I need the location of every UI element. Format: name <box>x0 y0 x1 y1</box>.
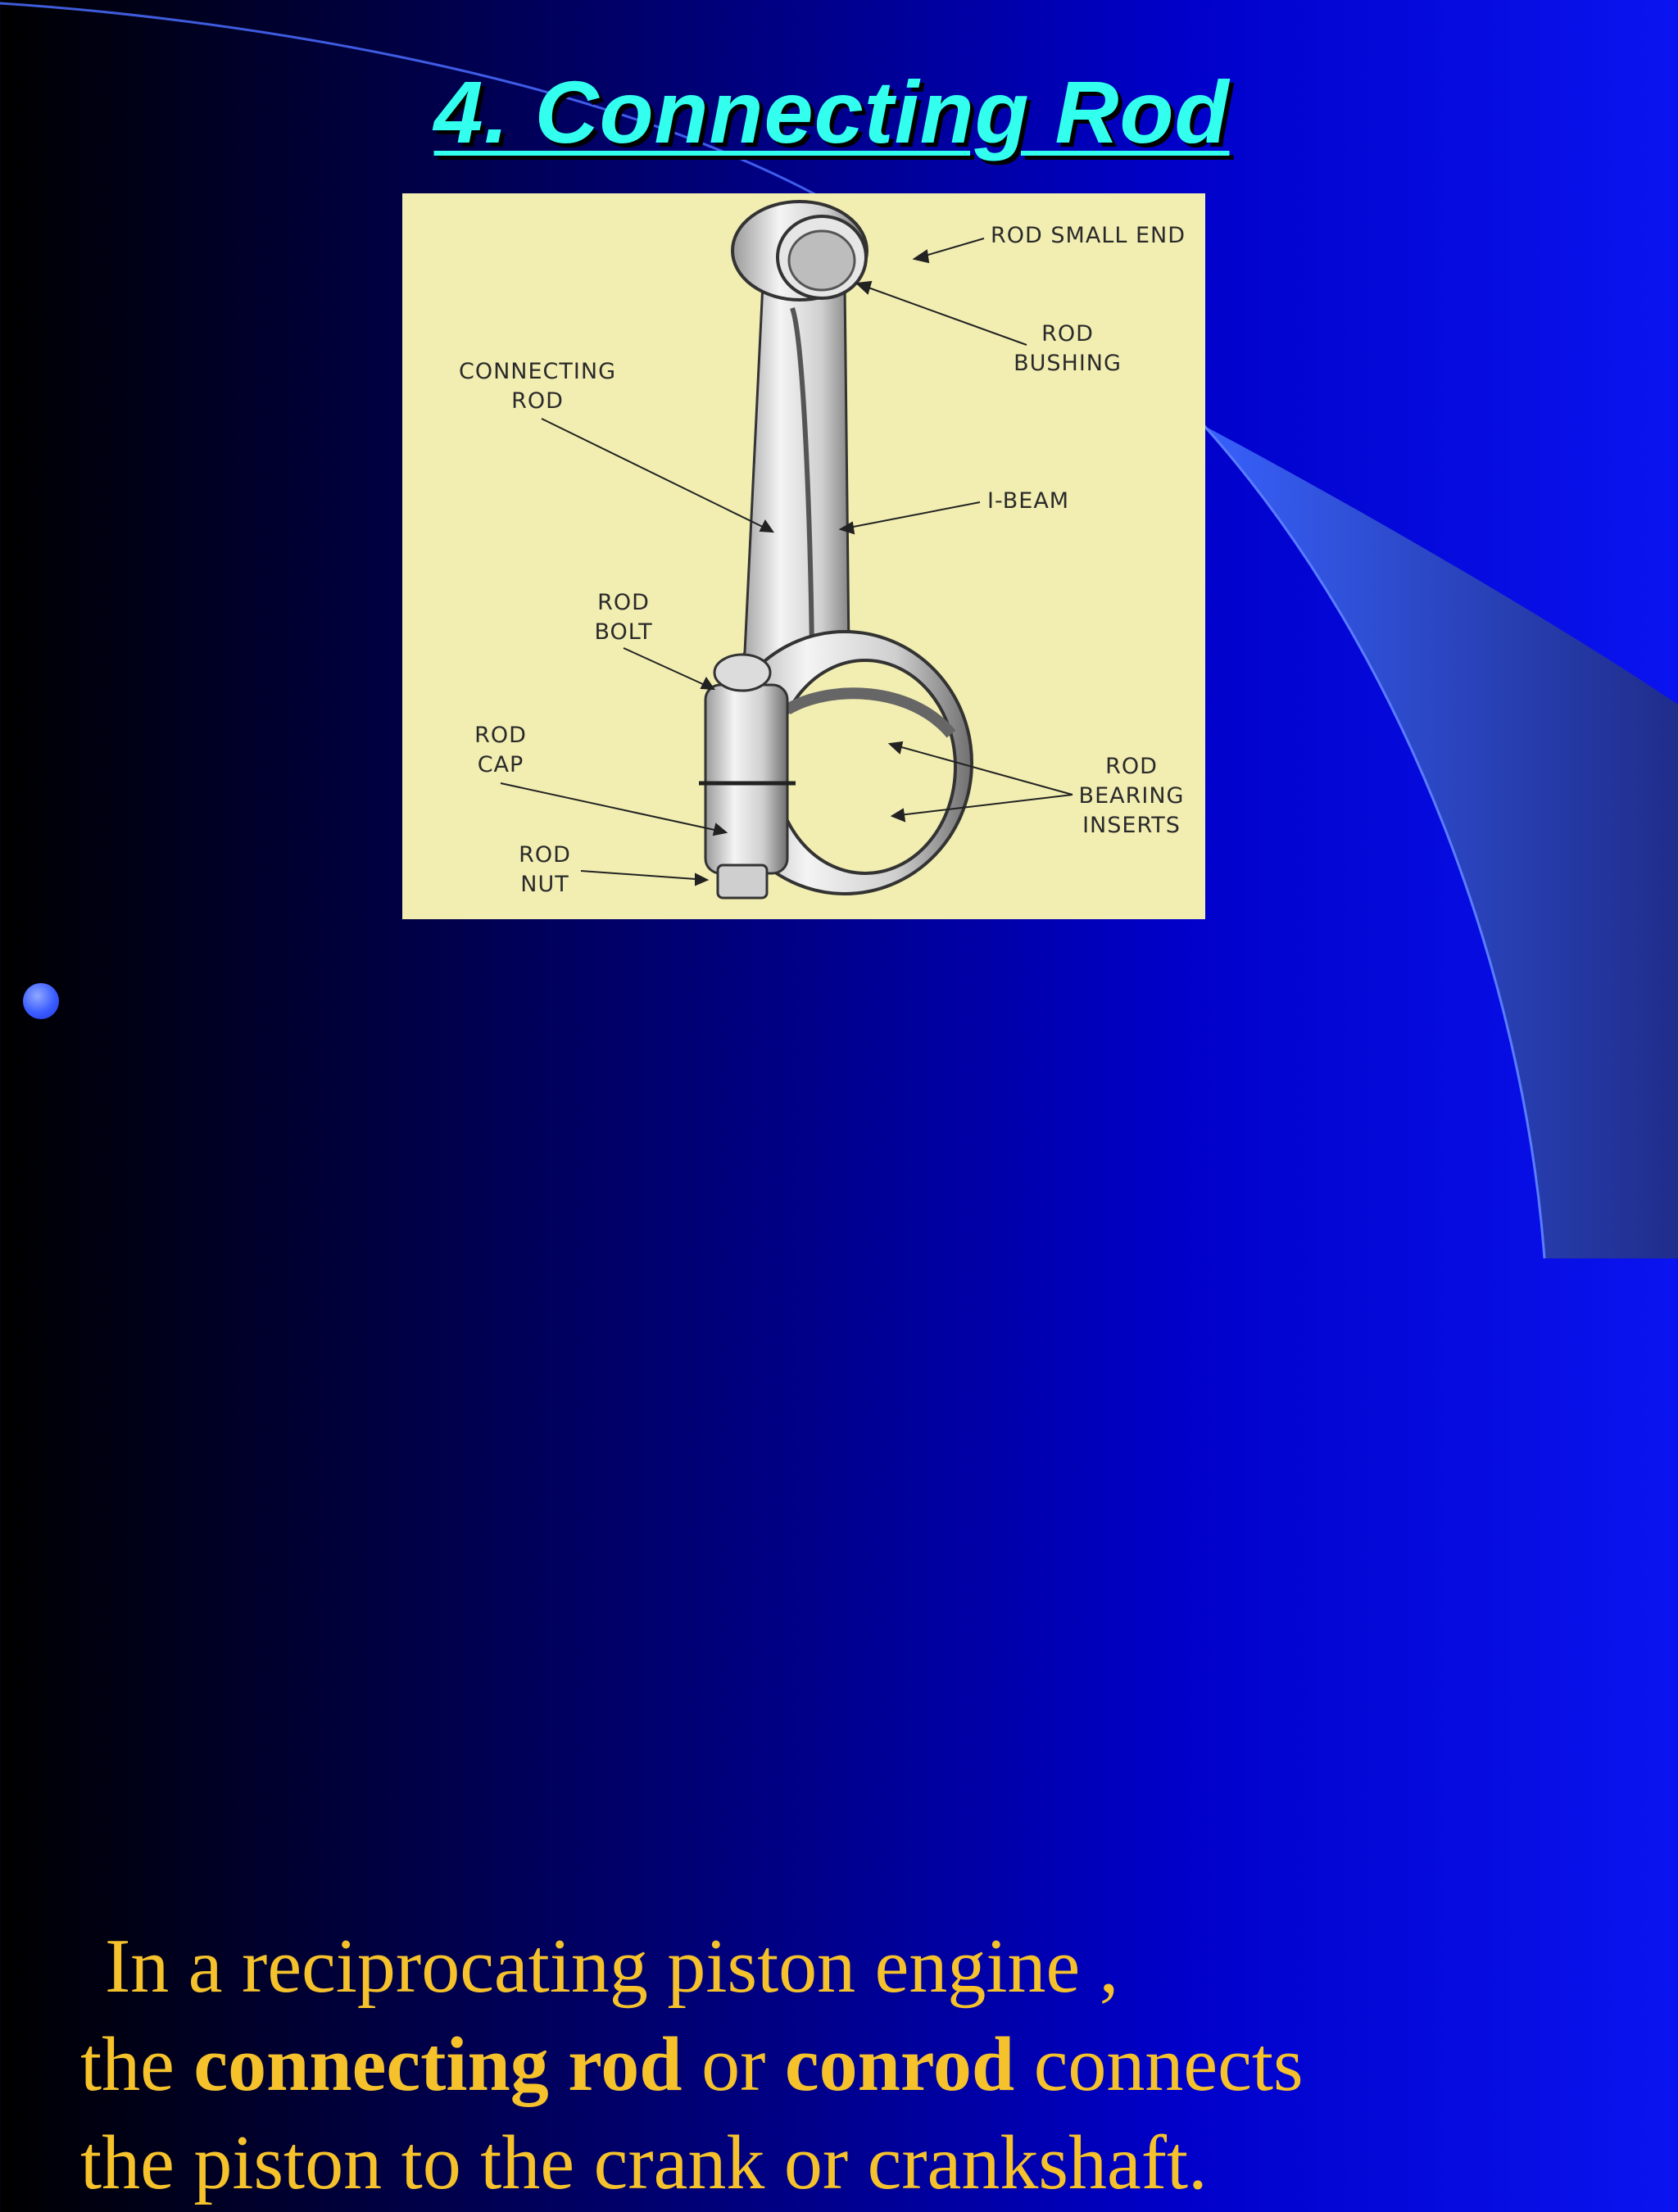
label-connecting-rod: CONNECTING ROD <box>451 357 624 416</box>
bullet-line-2-part-c: or <box>682 2022 785 2107</box>
bullet-line-2-part-e: connects <box>1014 2022 1304 2107</box>
label-rod-bolt: ROD BOLT <box>583 588 664 647</box>
label-rod-nut-line2: NUT <box>520 872 569 897</box>
background-decoration <box>0 2 1678 1258</box>
label-connecting-rod-line1: CONNECTING <box>459 359 616 384</box>
label-rod-cap-line2: CAP <box>477 752 524 777</box>
term-conrod: conrod <box>784 2022 1015 2107</box>
bullet-line-2-part-a: the <box>80 2022 194 2107</box>
label-rod-bearing-line3: INSERTS <box>1082 813 1181 838</box>
label-rod-bushing-line2: BUSHING <box>1014 351 1122 376</box>
label-rod-bolt-line1: ROD <box>597 590 650 615</box>
bullet-line-1: In a reciprocating piston engine , <box>105 1924 1119 2009</box>
label-rod-bushing-line1: ROD <box>1041 321 1094 347</box>
label-rod-bushing: ROD BUSHING <box>1002 320 1133 378</box>
label-rod-bearing-line1: ROD <box>1105 754 1158 779</box>
label-rod-cap: ROD CAP <box>460 721 542 780</box>
connecting-rod-diagram: ROD SMALL END ROD BUSHING CONNECTING ROD… <box>402 193 1205 919</box>
label-rod-bearing-inserts: ROD BEARING INSERTS <box>1074 752 1189 841</box>
label-rod-small-end: ROD SMALL END <box>991 223 1186 248</box>
bullet-line-2: the connecting rod or conrod connects <box>80 2015 1304 2114</box>
label-rod-bolt-line2: BOLT <box>594 619 653 645</box>
label-rod-cap-line1: ROD <box>474 723 527 748</box>
label-i-beam: I-BEAM <box>987 488 1070 514</box>
label-rod-nut-line1: ROD <box>519 842 571 868</box>
connecting-rod-illustration <box>500 200 1073 900</box>
term-connecting-rod: connecting rod <box>193 2022 683 2107</box>
label-connecting-rod-line2: ROD <box>511 388 564 414</box>
bullet-dot-icon <box>23 983 59 1019</box>
slide-title: 4. Connecting Rod <box>433 62 1230 161</box>
label-rod-nut: ROD NUT <box>504 841 586 900</box>
label-rod-bearing-line2: BEARING <box>1078 783 1185 809</box>
bullet-line-3: the piston to the crank or crankshaft. <box>80 2120 1208 2205</box>
